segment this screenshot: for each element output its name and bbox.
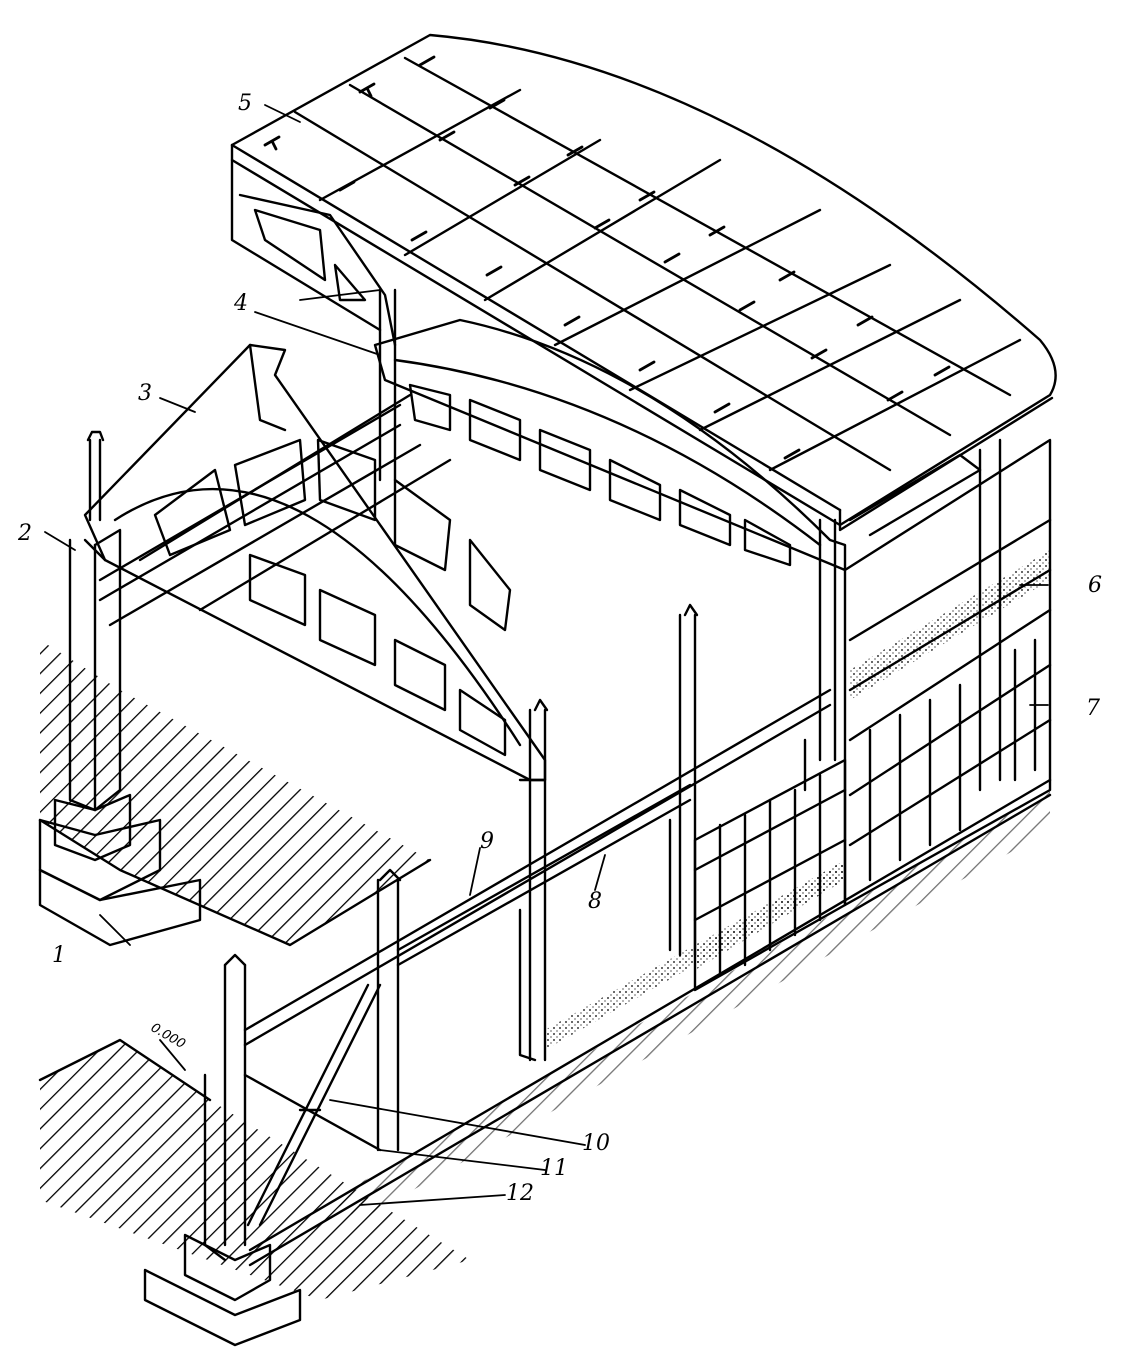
label-6: 6 <box>1088 573 1102 598</box>
label-3: 3 <box>138 381 152 406</box>
label-10: 10 <box>582 1131 610 1156</box>
rear-truss <box>238 193 397 347</box>
vertical-bracing <box>243 983 382 1227</box>
label-12: 12 <box>506 1181 534 1206</box>
leader-lines <box>44 104 1049 1206</box>
label-7: 7 <box>1086 696 1100 721</box>
level-mark: 0.000 <box>148 1020 188 1052</box>
wall-panels <box>693 438 1052 992</box>
middle-truss <box>373 318 847 572</box>
label-9: 9 <box>480 829 494 854</box>
longitudinal-beams <box>98 393 452 627</box>
label-8: 8 <box>588 889 602 914</box>
label-4: 4 <box>233 291 248 316</box>
tie-beams <box>243 688 1052 1267</box>
label-11: 11 <box>540 1156 568 1181</box>
foundations <box>38 793 302 1347</box>
label-2: 2 <box>17 521 32 546</box>
roof-slabs <box>230 33 1057 532</box>
label-1: 1 <box>52 943 66 968</box>
label-5: 5 <box>238 91 252 116</box>
